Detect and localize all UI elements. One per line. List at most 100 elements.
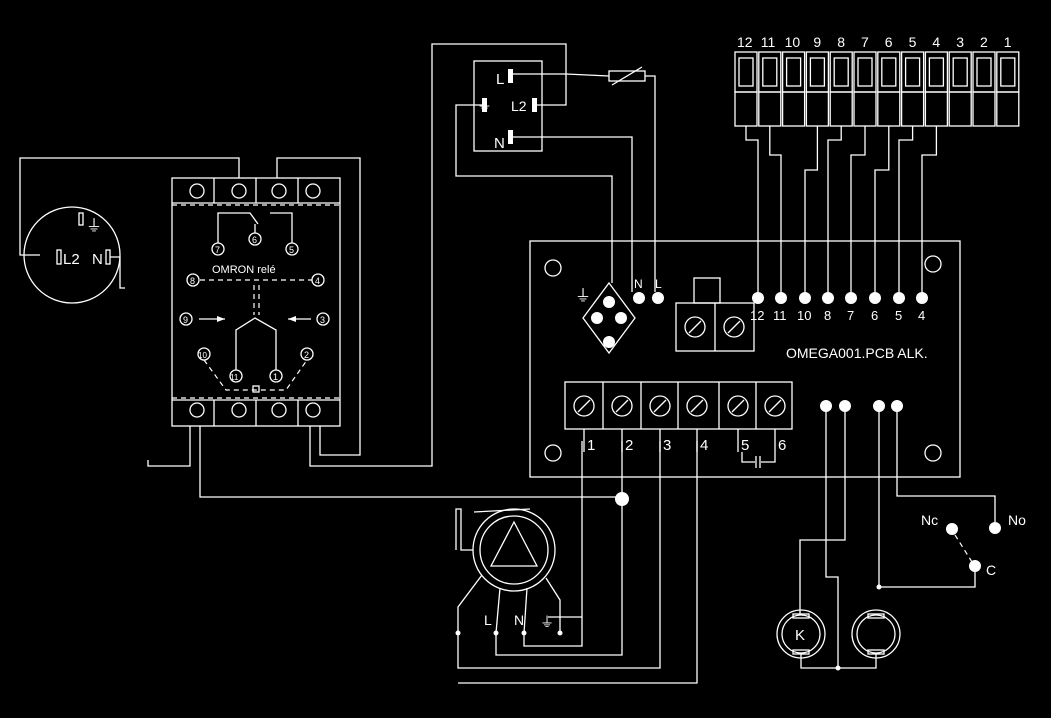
connector-pin [881,57,897,87]
socket-n-label: N [92,251,103,268]
connector-body [734,91,758,127]
terminal-screw-slot [615,399,629,413]
connector-wire [827,126,842,292]
relay-pin-5: 5 [289,245,294,255]
connector-body [972,91,996,127]
terminal-screw [611,395,633,417]
connector-body [853,91,877,127]
connector-wire [804,126,819,292]
switch-l-label: L [496,71,504,88]
connector-wire [921,126,938,292]
pcb-n-label: N [634,277,643,291]
connector-body [877,91,901,127]
pcb-top-label-5: 5 [895,308,902,323]
connector-pin [952,57,968,87]
connector-pin [976,57,992,87]
connector-number-11: 11 [761,34,776,50]
connector-body [996,91,1020,127]
connector-pin [833,57,849,87]
connector-pin [809,57,826,87]
pcb-top-terminal-dot [799,292,811,304]
pcb-top-label-8: 8 [824,308,831,323]
connector-number-4: 4 [932,34,940,50]
connector-number-1: 1 [1004,34,1012,50]
terminal-screw [573,395,595,417]
thermostat-switch: Nc No C [921,512,1026,578]
relay-pin-10: 10 [198,351,207,360]
relay-pin-2: 2 [304,350,309,360]
relay-pin-7: 7 [215,245,220,255]
switch-n-label: N [494,135,505,152]
thermostat-c-label: C [986,562,996,578]
pcb-l-label: L [655,277,662,291]
connector-pin [785,57,802,87]
relay-title: OMRON relé [212,264,276,276]
pcb-bottom-label-1: 1 [587,437,595,454]
pcb-bottom-label-5: 5 [741,437,749,454]
pcb-top-label-4: 4 [918,308,925,323]
connector-pin [857,57,873,87]
connector-pin [762,57,778,87]
fuse [608,66,646,86]
pcb-title: OMEGA001.PCB ALK. [786,345,928,361]
pcb-bottom-label-4: 4 [700,437,708,454]
connector-number-10: 10 [785,34,801,50]
pump-earth-label: ⏚ [540,614,554,630]
pcb-top-terminal-dot [893,292,905,304]
pcb-bottom-label-3: 3 [663,437,671,454]
pcb-top-terminal-dot [869,292,881,304]
pcb-top-terminal-dot [822,292,834,304]
terminal-screw-slot [731,399,745,413]
connector-wire [745,126,759,292]
connector-body [805,91,830,127]
pcb-top-label-7: 7 [847,308,854,323]
connector-pin [904,57,921,87]
connector-body [781,91,806,127]
socket-l2-label: L2 [63,251,80,268]
pcb-bottom-label-6: 6 [778,437,786,454]
connector-body [829,91,853,127]
connector-number-12: 12 [737,34,753,50]
connector-pin [738,57,754,87]
connector-pin [928,57,945,87]
connector-wire [769,126,782,292]
relay-pin-11: 11 [230,373,239,382]
pcb-earth-label: ⏚ [575,287,591,305]
connector-number-9: 9 [813,34,821,50]
pump-n-label: N [514,612,524,628]
connector-body [948,91,972,127]
connector-number-8: 8 [837,34,845,50]
connector-number-7: 7 [861,34,869,50]
main-switch: L ⏚ L2 N [473,60,543,152]
thermostat-no-label: No [1008,512,1026,528]
switch-l2-label: L2 [511,98,527,114]
terminal-screw-slot [577,399,591,413]
terminal-screw [727,395,749,417]
pcb-top-label-11: 11 [773,308,787,323]
relay-pin-1: 1 [273,372,278,382]
terminal-screw-slot [653,399,667,413]
terminal-screw [764,395,786,417]
power-socket: ⏚ L2 N [23,206,121,304]
pump: L N ⏚ [455,508,563,636]
sensor-k-label: K [795,627,805,644]
terminal-screw [686,395,708,417]
relay-pin-8: 8 [190,276,195,286]
pcb-top-terminal-dot [845,292,857,304]
sensor-k: K [776,609,826,659]
pcb-top-terminal-dot [916,292,928,304]
omron-relay: OMRON relé 7 6 5 8 4 9 3 10 2 11 1 [171,177,341,427]
connector-wire [850,126,866,292]
connector-body [924,91,949,127]
pcb-top-label-6: 6 [871,308,878,323]
pcb-top-label-10: 10 [797,308,811,323]
pcb-top-terminal-dot [752,292,764,304]
connector-wire [874,126,890,292]
connector-pin [1000,57,1016,87]
connector-wire [898,126,914,292]
connector-number-6: 6 [885,34,893,50]
pcb-top-label-12: 12 [750,308,764,323]
